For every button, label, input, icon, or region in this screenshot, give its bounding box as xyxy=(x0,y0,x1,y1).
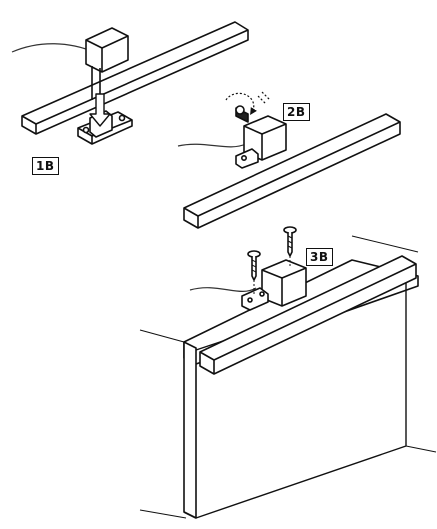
cabinet-front xyxy=(183,341,197,519)
light-bar-1 xyxy=(21,21,249,135)
power-cable xyxy=(177,143,247,148)
screw-icon xyxy=(283,226,297,268)
rotate-arrow-icon xyxy=(225,91,271,116)
power-cable xyxy=(189,287,257,292)
step-1-illustration xyxy=(11,21,249,145)
light-bar-2 xyxy=(183,113,401,229)
screw-icon xyxy=(247,250,261,294)
down-arrow-icon xyxy=(89,93,111,127)
step-3-illustration xyxy=(139,226,437,519)
mount-block xyxy=(85,27,129,73)
step-label-2b: 2B xyxy=(283,103,310,121)
step-label-1b: 1B xyxy=(32,157,59,175)
screw-icon xyxy=(235,105,249,123)
step-label-3b: 3B xyxy=(306,248,333,266)
step-2-illustration xyxy=(177,91,401,229)
power-cable xyxy=(11,43,95,53)
cabinet-outline xyxy=(139,329,185,343)
